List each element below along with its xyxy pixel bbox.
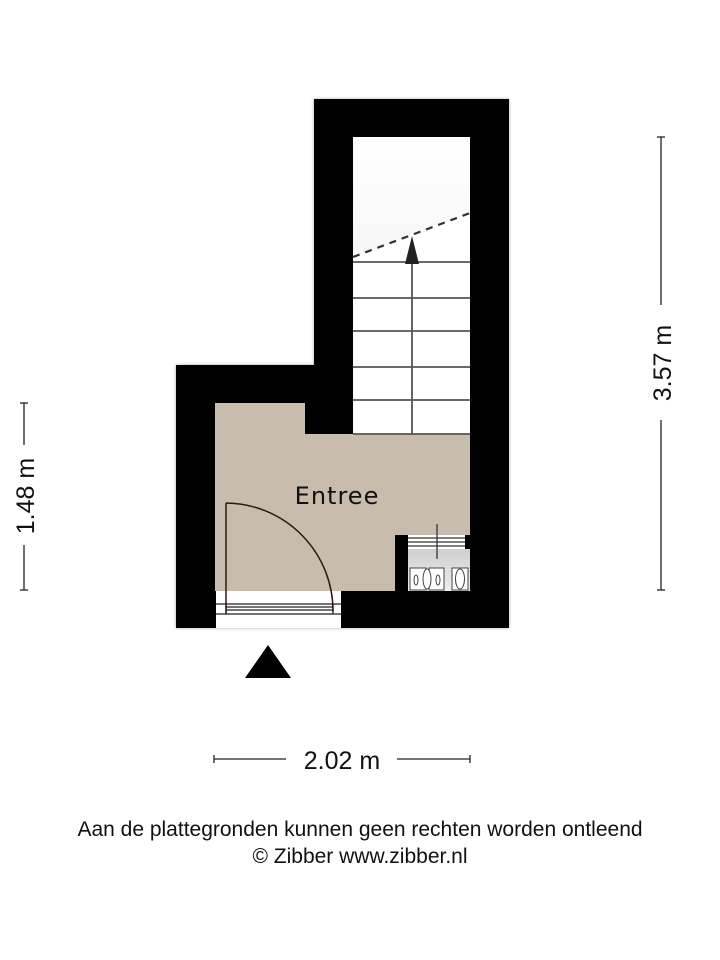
room-label-entree: Entree (295, 482, 380, 510)
utility-meter-icon (409, 567, 469, 591)
entrance-arrow-icon (245, 645, 291, 678)
disclaimer-text: Aan de plattegronden kunnen geen rechten… (77, 818, 643, 841)
stair-cut-line (352, 211, 471, 259)
dimension-label-left: 1.48 m (12, 458, 40, 534)
room-entree-floor (215, 403, 470, 591)
meter-closet (408, 524, 470, 591)
stair-direction-arrow-icon (405, 236, 419, 264)
door-swing-arc (225, 502, 334, 613)
copyright-text: © Zibber www.zibber.nl (252, 845, 468, 868)
front-door (216, 502, 341, 628)
dimension-right-height (657, 136, 665, 591)
dimension-label-bottom: 2.02 m (304, 747, 380, 775)
stair-treads (353, 261, 470, 435)
dimension-label-right: 3.57 m (649, 325, 677, 401)
dimension-left-height (20, 402, 28, 591)
dimension-bottom-width (213, 755, 471, 763)
